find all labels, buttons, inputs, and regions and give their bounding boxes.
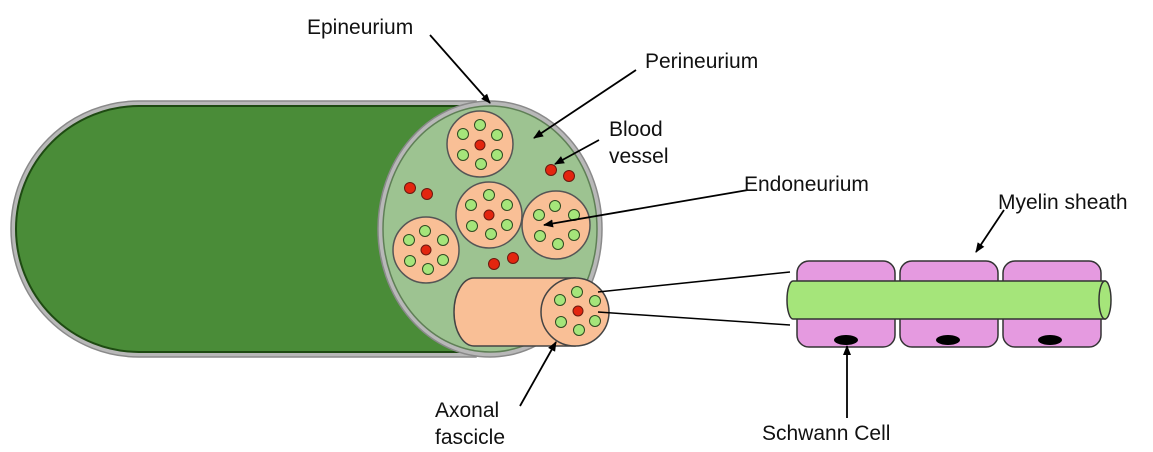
capillary — [475, 140, 485, 150]
axon — [458, 129, 469, 140]
blood-vessel — [546, 165, 557, 176]
blood-vessel — [422, 189, 433, 200]
schwann-nucleus — [936, 335, 960, 345]
axon — [502, 200, 513, 211]
blood-vessel — [564, 171, 575, 182]
axon — [467, 221, 478, 232]
label-axonal-fascicle-line2: fascicle — [435, 426, 505, 449]
label-blood-vessel-line1: Blood — [609, 118, 663, 141]
epineurium-arrow — [430, 35, 490, 103]
axonal-fascicle — [454, 278, 609, 346]
axon — [574, 325, 585, 336]
axon — [502, 220, 513, 231]
schwann-nucleus — [834, 335, 858, 345]
schwann-nucleus — [1038, 335, 1062, 345]
axon — [438, 255, 449, 266]
axon — [484, 190, 495, 201]
axon — [438, 235, 449, 246]
axon — [535, 231, 546, 242]
axon — [466, 200, 477, 211]
label-myelin-sheath: Myelin sheath — [998, 191, 1128, 214]
blood-vessel — [405, 183, 416, 194]
axon-shaft-end — [1099, 281, 1111, 319]
axon — [572, 287, 583, 298]
capillary — [573, 306, 583, 316]
axon — [550, 201, 561, 212]
fascicle — [393, 217, 459, 283]
fascicle — [447, 111, 513, 177]
axon — [590, 296, 601, 307]
zoom-line-bottom — [598, 312, 790, 325]
axon — [492, 150, 503, 161]
axon — [534, 210, 545, 221]
axon-shaft — [787, 281, 1105, 319]
capillary — [484, 210, 494, 220]
axon — [556, 317, 567, 328]
label-endoneurium: Endoneurium — [744, 173, 869, 196]
axon — [492, 130, 503, 141]
axon — [420, 226, 431, 237]
axon — [404, 235, 415, 246]
label-epineurium: Epineurium — [307, 16, 413, 39]
label-perineurium: Perineurium — [645, 50, 758, 73]
axon — [458, 150, 469, 161]
axon — [405, 256, 416, 267]
axon — [553, 239, 564, 250]
axon — [486, 229, 497, 240]
fascicle — [456, 182, 522, 248]
axon — [423, 264, 434, 275]
label-blood-vessel-line2: vessel — [609, 145, 669, 168]
axon — [555, 295, 566, 306]
myelin-sheath-arrow — [976, 210, 1004, 252]
fascicle — [522, 191, 590, 259]
capillary — [421, 245, 431, 255]
axon — [590, 316, 601, 327]
axon — [569, 230, 580, 241]
zoom-line-top — [598, 272, 790, 292]
axon — [476, 159, 487, 170]
blood-vessel — [489, 259, 500, 270]
axonal-fascicle-arrow — [520, 342, 556, 406]
myelinated-axon — [787, 261, 1111, 347]
label-schwann-cell: Schwann Cell — [762, 422, 890, 445]
blood-vessel — [508, 253, 519, 264]
axon — [475, 120, 486, 131]
label-axonal-fascicle-line1: Axonal — [435, 399, 499, 422]
